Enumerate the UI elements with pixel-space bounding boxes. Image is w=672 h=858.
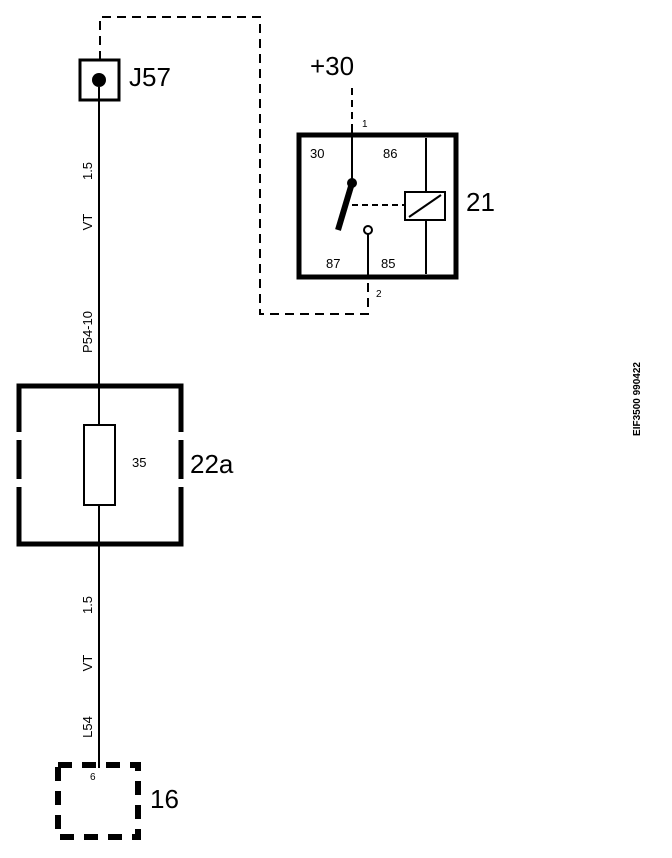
fuse-35	[83, 424, 116, 506]
fuse-number: 35	[132, 455, 146, 470]
doc-reference: EIF3500 990422	[632, 362, 643, 436]
relay-terminal-85: 85	[381, 256, 395, 271]
wire-upper-code: P54-10	[80, 311, 95, 353]
wire-lower-color: VT	[80, 655, 95, 672]
relay-contact-87	[363, 225, 373, 235]
relay-pin-2: 2	[376, 289, 382, 300]
connector-j57-label: J57	[129, 62, 171, 92]
wire-upper-size: 1.5	[80, 162, 95, 180]
dashed-link-j57-relay	[99, 16, 369, 315]
wire-lower-code: L54	[80, 716, 95, 738]
relay-terminal-86: 86	[383, 146, 397, 161]
connector-j57-pin	[92, 73, 106, 87]
relay-label: 21	[466, 187, 495, 217]
relay-terminal-87: 87	[326, 256, 340, 271]
wire-lower-size: 1.5	[80, 596, 95, 614]
fuse-box-label: 22a	[190, 449, 234, 479]
wire-upper-color: VT	[80, 214, 95, 231]
relay-pin-1: 1	[362, 119, 368, 130]
connector-16	[55, 762, 141, 840]
connector-16-label: 16	[150, 784, 179, 814]
supply-label: +30	[310, 51, 354, 81]
relay-terminal-30: 30	[310, 146, 324, 161]
relay-switch-arm	[335, 182, 355, 231]
connector-16-pin: 6	[90, 772, 96, 783]
